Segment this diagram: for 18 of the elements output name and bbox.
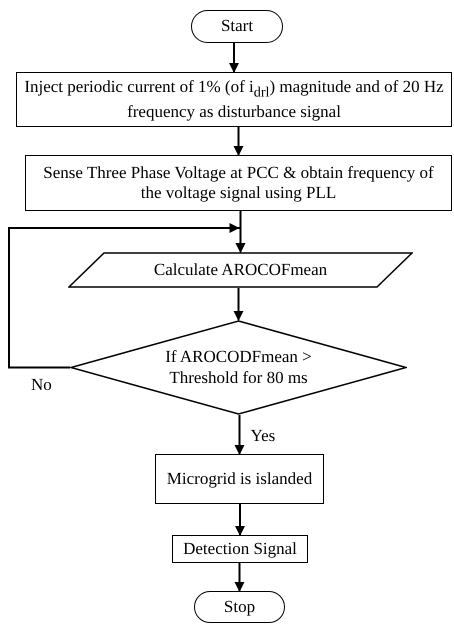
edge-label: Yes: [250, 427, 276, 444]
data-parallelogram: [68, 252, 413, 288]
process-box: [16, 72, 452, 127]
edge-label: No: [30, 376, 53, 392]
process-box: [155, 454, 324, 504]
terminator-shape: [191, 10, 283, 43]
step-text: Inject periodic current of 1% (of i$_{drl}$) magnitude and of 20 Hz frequency as disturbance signal: [24, 77, 444, 122]
step-text: Detection Signal: [183, 538, 297, 560]
step-text: Start: [220, 16, 254, 37]
terminator-shape: [194, 591, 285, 623]
process-box: [25, 155, 452, 211]
step-text: Stop: [224, 596, 256, 618]
step-text: Microgrid is islanded: [166, 468, 312, 490]
step-text: If AROCODFmean > Threshold for 80 ms: [164, 347, 313, 388]
step-text: Calculate AROCOFmean: [154, 260, 328, 280]
step-text: Sense Three Phase Voltage at PCC & obtain frequency of the voltage signal using PLL: [42, 162, 435, 204]
decision-diamond: [70, 320, 407, 415]
process-box: [172, 535, 308, 563]
